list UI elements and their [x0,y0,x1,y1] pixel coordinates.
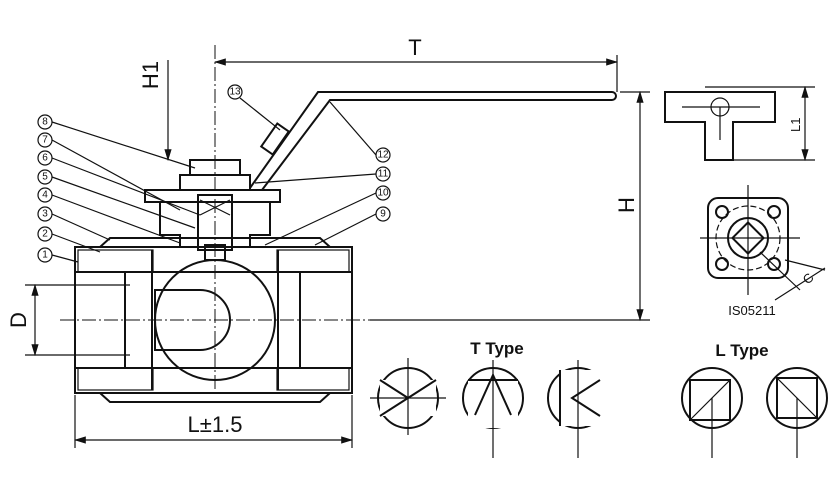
svg-text:5: 5 [42,172,48,183]
callout-6: 6 [37,150,201,216]
t-port-diagram-3 [547,360,610,458]
dimension-t: T [213,35,619,92]
t-type-label: T Type [470,339,524,358]
lever-handle [249,91,617,191]
callout-10: 10 [264,185,391,246]
svg-text:13: 13 [229,87,241,98]
top-view: L1 [664,85,815,162]
dimension-h: H [370,90,650,322]
dimension-d-label: D [6,312,31,328]
svg-text:4: 4 [42,190,48,201]
callout-13: 13 [227,84,281,131]
svg-text:11: 11 [378,169,389,180]
dimension-l1-label: L1 [788,118,803,132]
dimension-c-label: C [800,270,817,287]
svg-text:9: 9 [380,209,386,220]
t-port-diagram-2 [462,360,524,458]
callout-5: 5 [37,169,196,229]
iso-flange-view: C IS05211 [700,185,826,318]
t-port-diagram-1 [370,358,446,435]
callout-9: 9 [314,206,391,246]
svg-text:10: 10 [377,188,389,199]
dimension-h1: H1 [138,60,172,162]
svg-text:3: 3 [42,209,48,220]
svg-text:2: 2 [42,229,48,240]
svg-text:7: 7 [42,135,48,146]
dimension-h1-label: H1 [138,61,163,89]
callout-3: 3 [37,206,111,241]
callout-4: 4 [37,187,181,244]
callout-12: 12 [329,101,391,163]
dimension-h-label: H [614,197,639,213]
callouts: 1 2 3 4 5 6 7 8 9 10 11 12 13 [37,84,391,263]
l-port-diagram-1 [681,367,743,458]
svg-text:8: 8 [42,117,48,128]
callout-8: 8 [37,114,196,169]
l-type-label: L Type [715,341,768,360]
dimension-l: L±1.5 [73,395,354,448]
svg-text:1: 1 [42,250,48,261]
callout-2: 2 [37,226,101,253]
dimension-t-label: T [408,35,421,60]
callout-1: 1 [37,247,79,263]
callout-7: 7 [37,132,181,211]
svg-text:6: 6 [42,153,48,164]
dimension-l-label: L±1.5 [188,412,243,437]
iso-standard-label: IS05211 [728,303,775,318]
svg-text:12: 12 [377,150,389,161]
l-port-diagram-2 [766,367,828,458]
callout-11: 11 [254,166,391,184]
dimension-d: D [6,283,130,357]
